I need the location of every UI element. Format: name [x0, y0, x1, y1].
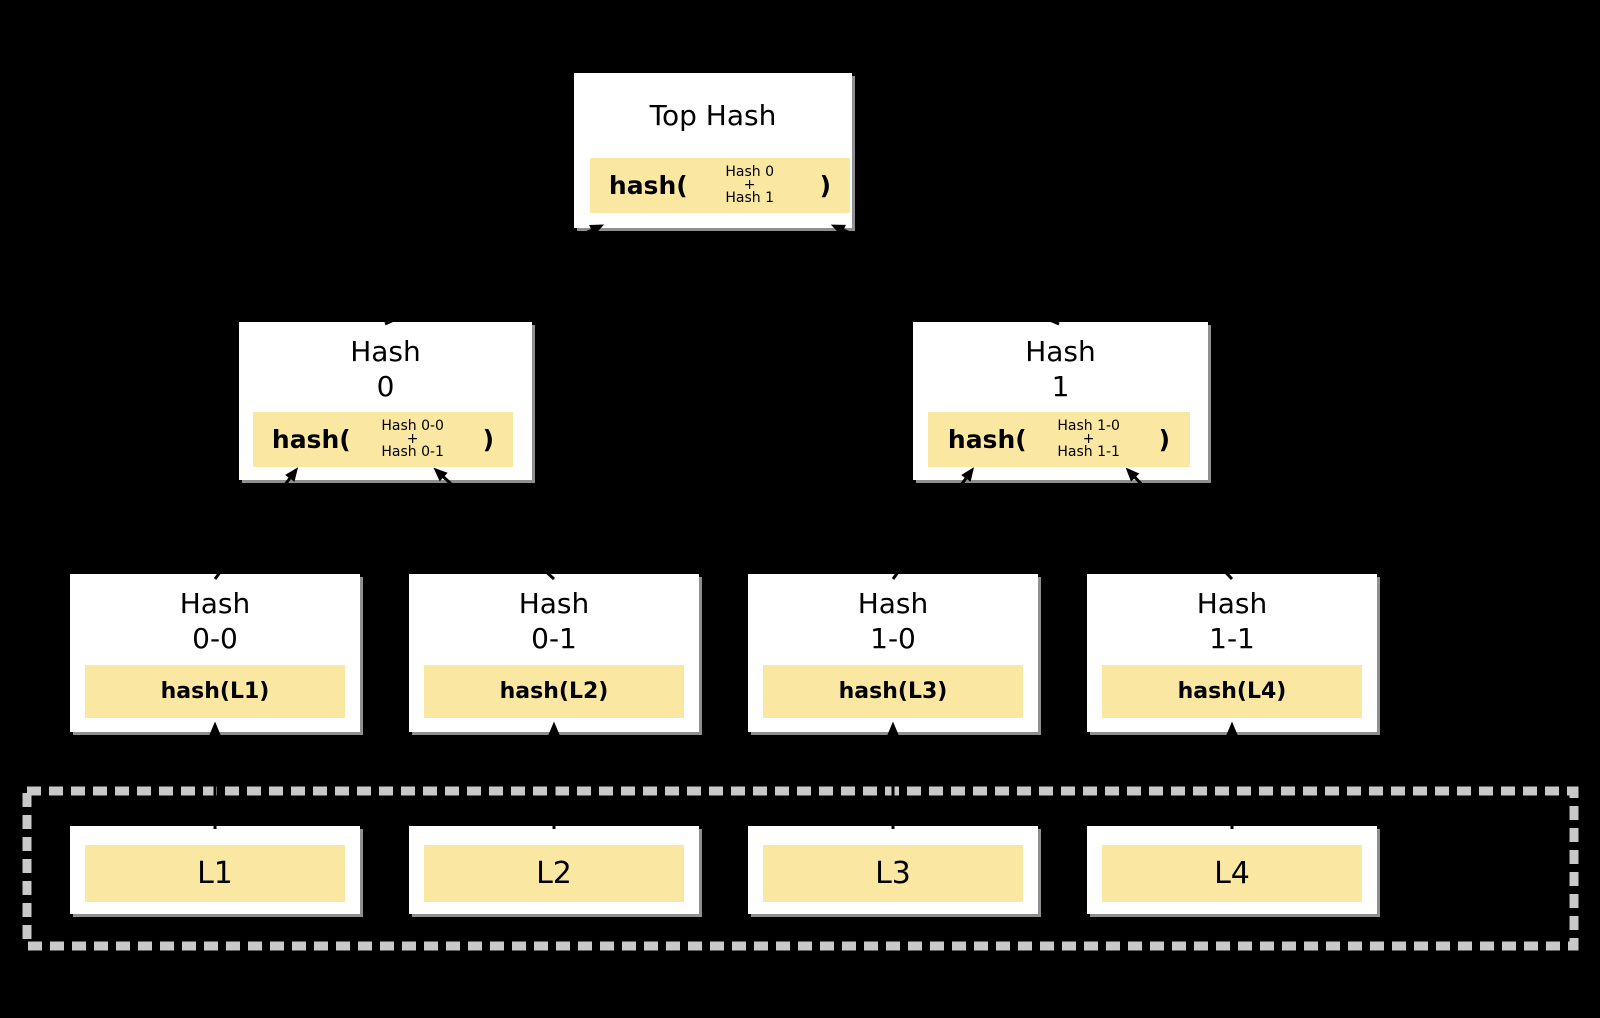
node-hash-0-1-title: Hash 0-1	[409, 574, 699, 656]
leaf-hash-value: hash(L4)	[1177, 679, 1287, 704]
formula-close-paren: )	[819, 171, 832, 200]
node-hash-1-formula-box: hash( Hash 1-0 + Hash 1-1 )	[928, 412, 1190, 467]
data-block-l2: L2	[409, 826, 699, 914]
arrow-hash10-to-hash1	[891, 467, 975, 580]
node-top-hash: Top Hash hash( Hash 0 + Hash 1 )	[574, 73, 852, 228]
formula-arguments: Hash 0 + Hash 1	[710, 164, 790, 206]
leaf-hash-value: hash(L3)	[838, 679, 948, 704]
data-block-l1-fill: L1	[85, 845, 345, 902]
formula-arguments: Hash 0-0 + Hash 0-1	[373, 418, 453, 460]
arrow-hash11-to-hash1	[1125, 467, 1234, 581]
title-line-2: 1-0	[870, 622, 916, 655]
formula-function: hash(	[608, 171, 688, 200]
node-top-hash-title: Top Hash	[649, 99, 777, 132]
node-hash-0-title: Hash 0	[239, 322, 532, 404]
data-block-l3: L3	[748, 826, 1038, 914]
node-hash-1-title: Hash 1	[913, 322, 1208, 404]
node-hash-0-1: Hash 0-1 hash(L2)	[409, 574, 699, 732]
formula-close-paren: )	[482, 425, 495, 454]
data-block-l4: L4	[1087, 826, 1377, 914]
node-hash-1-1-title: Hash 1-1	[1087, 574, 1377, 656]
node-hash-1-1-value-box: hash(L4)	[1102, 665, 1362, 718]
data-block-l1: L1	[70, 826, 360, 914]
node-hash-0: Hash 0 hash( Hash 0-0 + Hash 0-1 )	[239, 322, 532, 480]
arrow-hash00-to-hash0	[213, 467, 299, 580]
node-hash-0-formula-box: hash( Hash 0-0 + Hash 0-1 )	[253, 412, 513, 467]
node-hash-1-0-title: Hash 1-0	[748, 574, 1038, 656]
node-hash-1-1: Hash 1-1 hash(L4)	[1087, 574, 1377, 732]
data-block-label: L3	[875, 856, 911, 891]
formula-arg-1: Hash 0	[725, 164, 774, 180]
arrow-hash1-to-top	[830, 224, 1060, 326]
arrow-hash0-to-top	[384, 224, 605, 326]
hash-formula: hash( Hash 0-0 + Hash 0-1 )	[253, 412, 513, 467]
node-hash-0-0-title: Hash 0-0	[70, 574, 360, 656]
node-hash-1: Hash 1 hash( Hash 1-0 + Hash 1-1 )	[913, 322, 1208, 480]
arrow-hash01-to-hash0	[433, 467, 556, 581]
data-block-label: L4	[1214, 856, 1250, 891]
formula-close-paren: )	[1158, 425, 1171, 454]
data-block-l2-fill: L2	[424, 845, 684, 902]
node-hash-0-1-value-box: hash(L2)	[424, 665, 684, 718]
formula-function: hash(	[271, 425, 351, 454]
data-block-l3-fill: L3	[763, 845, 1023, 902]
leaf-hash-value: hash(L2)	[499, 679, 609, 704]
title-line-2: 0	[376, 370, 395, 403]
title-line-1: Hash	[1196, 587, 1268, 620]
node-hash-0-0-value-box: hash(L1)	[85, 665, 345, 718]
data-block-label: L2	[536, 856, 572, 891]
data-block-label: L1	[197, 856, 233, 891]
title-line-2: 1	[1051, 370, 1070, 403]
formula-arg-1: Hash 0-0	[381, 418, 444, 434]
node-hash-1-0: Hash 1-0 hash(L3)	[748, 574, 1038, 732]
title-line-2: 1-1	[1209, 622, 1255, 655]
title-line-1: Hash	[179, 587, 251, 620]
formula-arg-1: Hash 1-0	[1057, 418, 1120, 434]
title-line-1: Hash	[857, 587, 929, 620]
formula-arguments: Hash 1-0 + Hash 1-1	[1049, 418, 1129, 460]
formula-plus: +	[743, 177, 756, 193]
hash-formula: hash( Hash 1-0 + Hash 1-1 )	[928, 412, 1190, 467]
title-line-1: Hash	[518, 587, 590, 620]
title-line-1: Hash	[1025, 335, 1096, 368]
node-hash-0-0: Hash 0-0 hash(L1)	[70, 574, 360, 732]
leaf-hash-value: hash(L1)	[160, 679, 270, 704]
title-line-1: Hash	[350, 335, 421, 368]
formula-arg-2: Hash 0-1	[381, 444, 444, 460]
node-hash-1-0-value-box: hash(L3)	[763, 665, 1023, 718]
hash-formula: hash( Hash 0 + Hash 1 )	[590, 158, 850, 213]
formula-plus: +	[1082, 431, 1095, 447]
node-top-hash-formula-box: hash( Hash 0 + Hash 1 )	[590, 158, 850, 213]
data-block-l4-fill: L4	[1102, 845, 1362, 902]
title-line-2: 0-0	[192, 622, 238, 655]
formula-arg-2: Hash 1	[725, 190, 774, 206]
formula-function: hash(	[947, 425, 1027, 454]
formula-arg-2: Hash 1-1	[1057, 444, 1120, 460]
title-line-2: 0-1	[531, 622, 577, 655]
formula-plus: +	[406, 431, 419, 447]
